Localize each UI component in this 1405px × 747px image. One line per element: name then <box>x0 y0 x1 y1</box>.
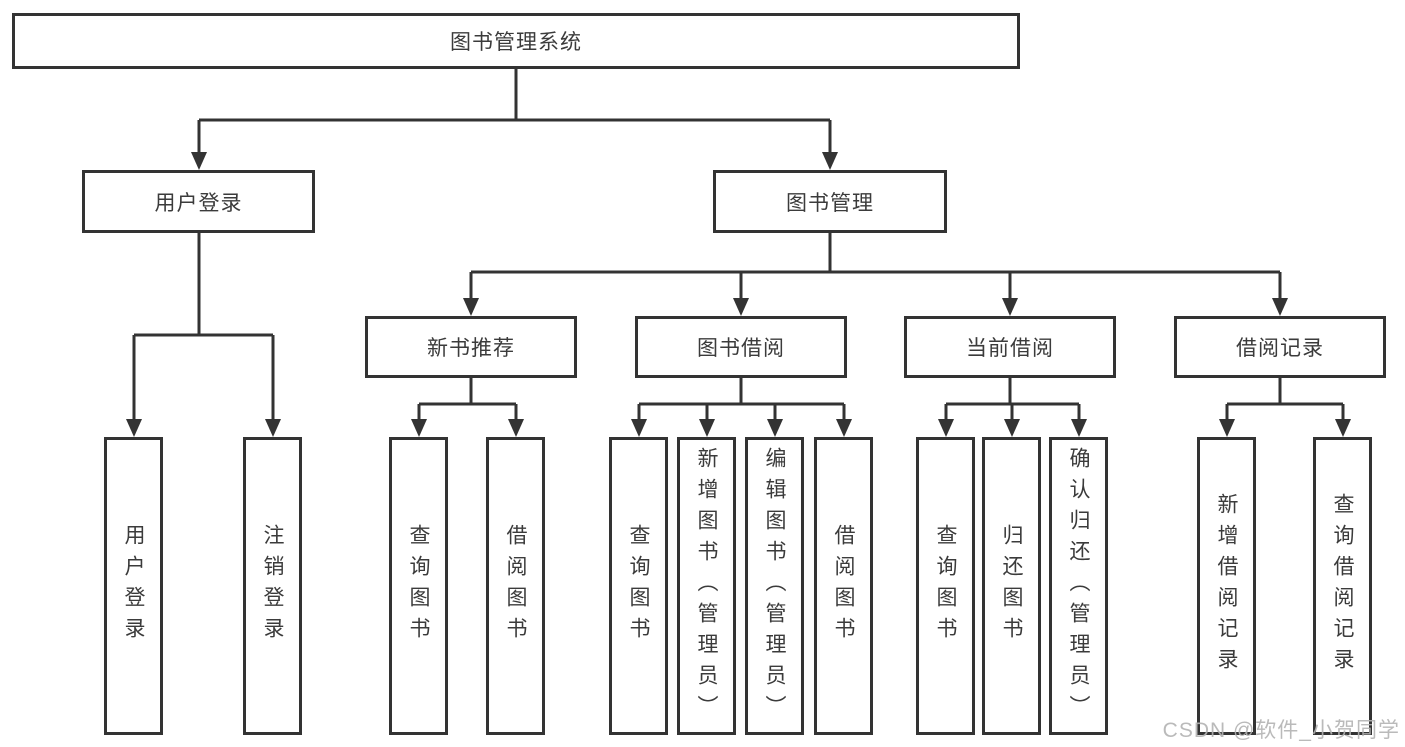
arrowhead <box>1071 419 1087 437</box>
arrowhead <box>265 419 281 437</box>
connector-book-borrow-group <box>631 378 852 437</box>
arrowhead <box>508 419 524 437</box>
connector-user-login-subtree <box>126 233 281 437</box>
leaf-query-books-1: 查询图书 <box>389 437 448 735</box>
arrowhead <box>733 298 749 316</box>
leaf-query-books-3: 查询图书 <box>916 437 975 735</box>
leaf-logout: 注销登录 <box>243 437 302 735</box>
node-book-borrow: 图书借阅 <box>635 316 847 378</box>
arrowhead <box>836 419 852 437</box>
arrowhead <box>1335 419 1351 437</box>
arrowhead <box>191 152 207 170</box>
leaf-label: 用户登录 <box>122 524 145 648</box>
node-root-system: 图书管理系统 <box>12 13 1020 69</box>
leaf-label: 查询图书 <box>627 524 650 648</box>
leaf-label: 新增图书（管理员） <box>695 446 718 726</box>
arrowhead <box>699 419 715 437</box>
node-borrow-records: 借阅记录 <box>1174 316 1386 378</box>
arrowhead <box>411 419 427 437</box>
arrowhead <box>938 419 954 437</box>
arrowhead <box>1002 298 1018 316</box>
leaf-return-books: 归还图书 <box>982 437 1041 735</box>
leaf-add-borrow-record: 新增借阅记录 <box>1197 437 1256 735</box>
connector-new-book-group <box>411 378 524 437</box>
csdn-watermark: CSDN @软件_小贺同学 <box>1162 719 1400 742</box>
leaf-label: 借阅图书 <box>832 524 855 648</box>
leaf-label: 借阅图书 <box>504 524 527 648</box>
leaf-edit-books-admin: 编辑图书（管理员） <box>745 437 804 735</box>
leaf-query-books-2: 查询图书 <box>609 437 668 735</box>
leaf-user-login: 用户登录 <box>104 437 163 735</box>
leaf-label: 归还图书 <box>1000 524 1023 648</box>
leaf-add-books-admin: 新增图书（管理员） <box>677 437 736 735</box>
leaf-label: 查询图书 <box>407 524 430 648</box>
leaf-label: 查询图书 <box>934 524 957 648</box>
leaf-borrow-books-2: 借阅图书 <box>814 437 873 735</box>
node-user-login: 用户登录 <box>82 170 315 233</box>
arrowhead <box>822 152 838 170</box>
leaf-label: 编辑图书（管理员） <box>763 446 786 726</box>
arrowhead <box>126 419 142 437</box>
leaf-label: 注销登录 <box>261 524 284 648</box>
leaf-confirm-return-admin: 确认归还（管理员） <box>1049 437 1108 735</box>
leaf-label: 新增借阅记录 <box>1215 493 1238 679</box>
connector-book-mgmt-to-level3 <box>463 233 1288 316</box>
leaf-label: 查询借阅记录 <box>1331 493 1354 679</box>
arrowhead <box>631 419 647 437</box>
leaf-label: 确认归还（管理员） <box>1067 446 1090 726</box>
connector-root-to-level2 <box>191 69 838 170</box>
connector-current-borrow-group <box>938 378 1087 437</box>
arrowhead <box>1219 419 1235 437</box>
node-book-management: 图书管理 <box>713 170 947 233</box>
connector-borrow-records-group <box>1219 378 1351 437</box>
leaf-query-borrow-record: 查询借阅记录 <box>1313 437 1372 735</box>
arrowhead <box>1004 419 1020 437</box>
node-new-book-recommend: 新书推荐 <box>365 316 577 378</box>
arrowhead <box>463 298 479 316</box>
arrowhead <box>1272 298 1288 316</box>
node-current-borrow: 当前借阅 <box>904 316 1116 378</box>
leaf-borrow-books-1: 借阅图书 <box>486 437 545 735</box>
arrowhead <box>767 419 783 437</box>
